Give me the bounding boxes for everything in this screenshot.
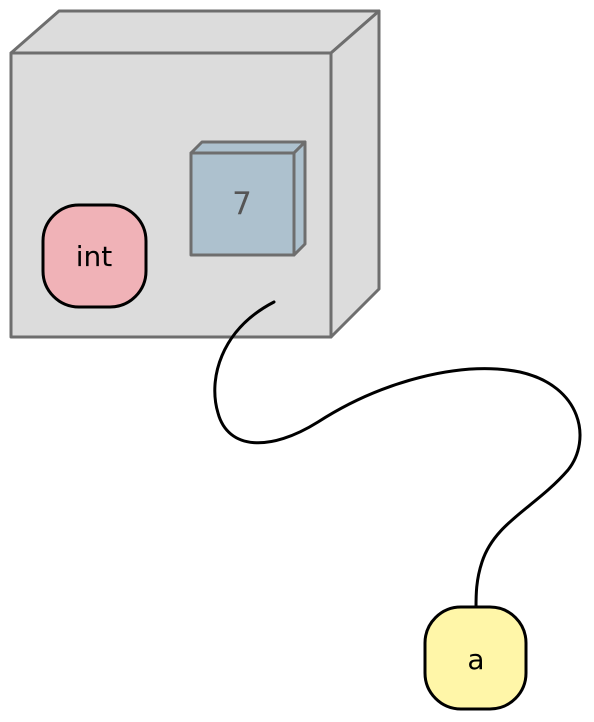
object-box-top-face — [9, 9, 381, 55]
type-tag: int — [41, 203, 148, 309]
variable-tag-label: a — [467, 643, 484, 676]
value-cube: 7 — [189, 140, 307, 257]
type-tag-label: int — [76, 240, 113, 273]
value-label: 7 — [232, 186, 252, 222]
type-tag-shape — [41, 203, 148, 309]
variable-tag-shape — [423, 605, 528, 711]
value-cube-top-face — [189, 140, 307, 155]
object-box-side-face — [329, 9, 381, 339]
reference-line — [213, 300, 582, 610]
variable-tag: a — [423, 605, 528, 711]
value-cube-side-face — [292, 140, 307, 257]
value-cube-front-face — [189, 151, 296, 257]
